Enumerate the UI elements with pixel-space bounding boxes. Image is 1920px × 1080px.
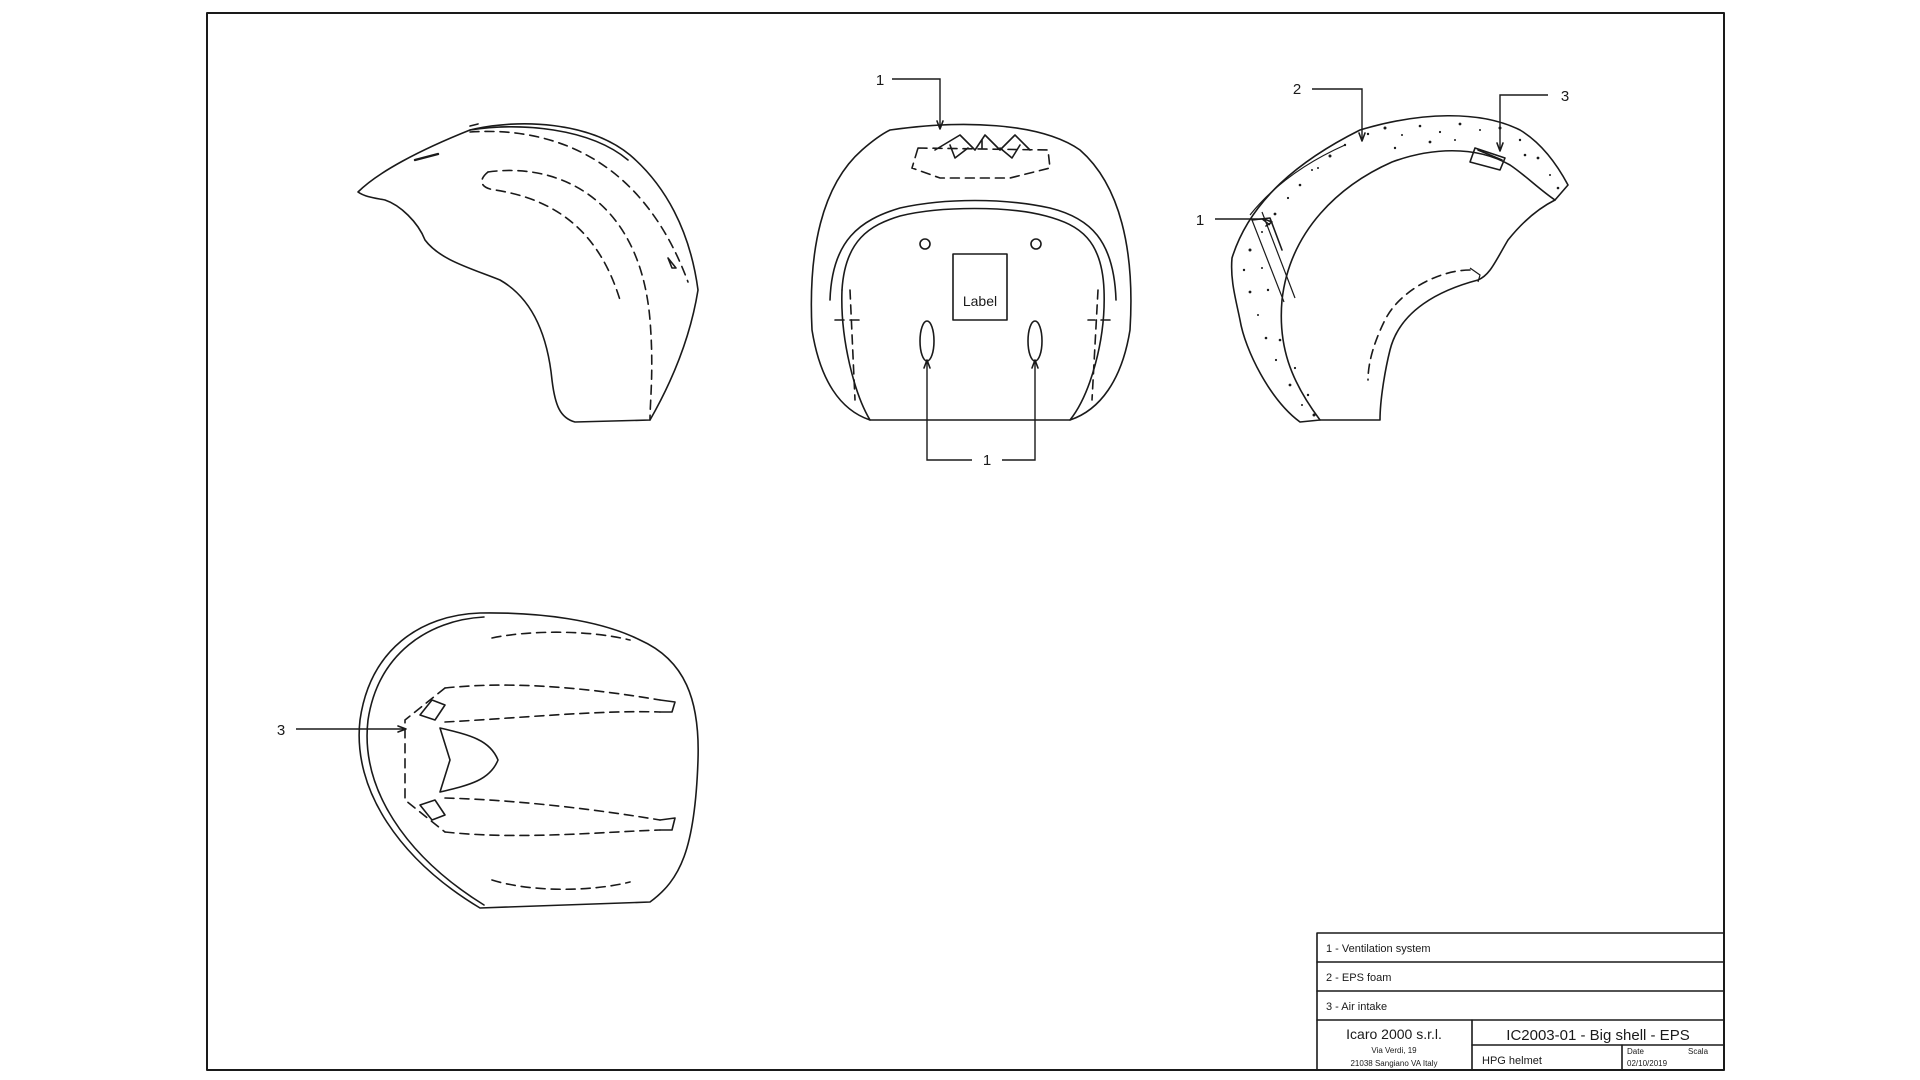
callout-2-section: 2 <box>1293 81 1301 98</box>
callout-1-front-top: 1 <box>876 72 884 89</box>
date-value: 02/10/2019 <box>1627 1059 1668 1068</box>
part-name: HPG helmet <box>1482 1055 1542 1067</box>
company-address-2: 21038 Sangiano VA Italy <box>1350 1059 1437 1068</box>
helmet-side-view <box>357 123 699 423</box>
company-address-1: Via Verdi, 19 <box>1371 1046 1417 1055</box>
drawing-border <box>206 12 1725 1071</box>
callout-1-section: 1 <box>1196 212 1204 229</box>
title-block: 1 - Ventilation system 2 - EPS foam 3 - … <box>1316 932 1725 1071</box>
scale-label: Scala <box>1688 1047 1709 1056</box>
callout-1-front-bottom: 1 <box>983 452 991 469</box>
company-name: Icaro 2000 s.r.l. <box>1346 1026 1442 1042</box>
label-text: Label <box>963 293 997 309</box>
label-box <box>952 253 1008 321</box>
legend-item-3: 3 - Air intake <box>1326 1001 1387 1013</box>
helmet-top-view: 3 <box>277 612 699 909</box>
eps-foam-hatch <box>1242 122 1560 417</box>
legend-item-1: 1 - Ventilation system <box>1326 943 1431 955</box>
date-label: Date <box>1627 1047 1644 1056</box>
callout-3-section: 3 <box>1561 88 1569 105</box>
callout-3-top: 3 <box>277 722 285 739</box>
legend-item-2: 2 - EPS foam <box>1326 972 1391 984</box>
drawing-title: IC2003-01 - Big shell - EPS <box>1506 1027 1689 1044</box>
helmet-section-view: 2 3 1 <box>1196 81 1569 423</box>
helmet-front-view: Label 1 1 <box>810 72 1132 469</box>
